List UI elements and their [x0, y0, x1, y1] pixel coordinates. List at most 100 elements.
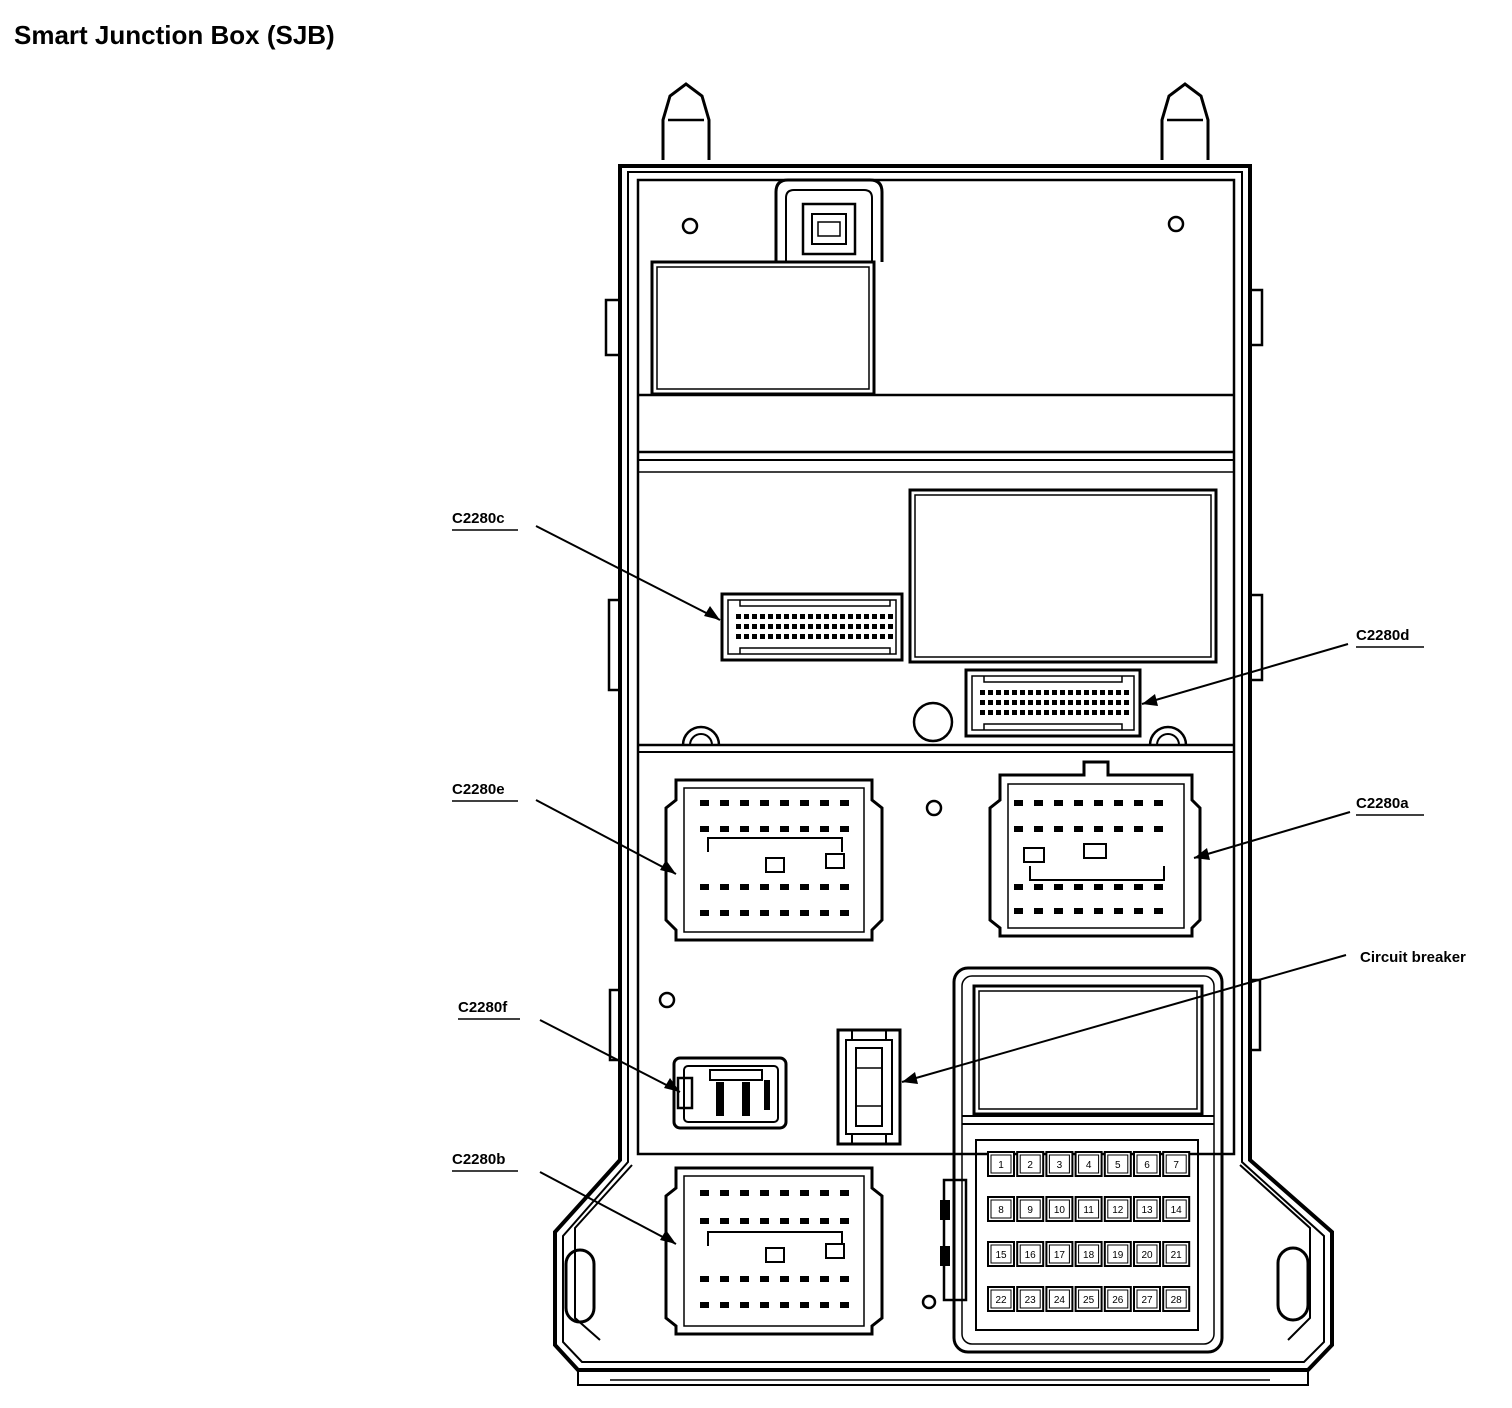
mounting-ear-right — [1239, 1164, 1311, 1341]
connector-pin — [1084, 710, 1089, 715]
connector-pin — [800, 826, 809, 832]
fuse-slot: 20 — [1133, 1241, 1161, 1267]
connector-pin — [736, 614, 741, 619]
connector-pin — [1114, 826, 1123, 832]
connector-pin — [1004, 700, 1009, 705]
connector-pin — [1014, 908, 1023, 914]
label-circuit-breaker: Circuit breaker — [1360, 949, 1466, 966]
fuse-number: 10 — [1054, 1205, 1066, 1216]
connector-pin — [760, 1218, 769, 1224]
fuse-slot: 9 — [1016, 1196, 1045, 1222]
mounting-ear-left — [564, 1164, 633, 1341]
connector-pin — [1134, 908, 1143, 914]
connector-pin — [820, 800, 829, 806]
connector-pin — [864, 614, 869, 619]
connector-c2280f — [672, 1056, 788, 1130]
connector-pin — [740, 1276, 749, 1282]
connector-pin — [1060, 690, 1065, 695]
connector-pin — [1092, 700, 1097, 705]
connector-pin — [792, 634, 797, 639]
connector-pin — [720, 826, 729, 832]
connector-pin — [832, 634, 837, 639]
fuse-slot: 2 — [1016, 1151, 1045, 1177]
connector-pin — [1068, 690, 1073, 695]
fuse-number: 2 — [1027, 1160, 1033, 1171]
connector-pin — [1076, 690, 1081, 695]
connector-pin — [880, 634, 885, 639]
fuse-number: 15 — [995, 1250, 1007, 1261]
connector-pin — [1074, 908, 1083, 914]
top-module-cover — [650, 260, 876, 396]
connector-pin — [784, 624, 789, 629]
connector-pin — [700, 826, 709, 832]
connector-pin — [980, 710, 985, 715]
callout-c2280f: C2280f — [458, 999, 681, 1093]
connector-pin — [736, 624, 741, 629]
connector-pin — [840, 1218, 849, 1224]
connector-pin — [1020, 700, 1025, 705]
connector-pin — [1124, 710, 1129, 715]
connector-pin — [1054, 800, 1063, 806]
connector-pin — [736, 634, 741, 639]
fuse-slot: 18 — [1074, 1241, 1103, 1267]
connector-pin — [760, 614, 765, 619]
connector-pin — [808, 634, 813, 639]
connector-pin — [752, 614, 757, 619]
connector-pin — [740, 826, 749, 832]
connector-pin — [800, 1302, 809, 1308]
connector-pin — [800, 1190, 809, 1196]
connector-pin — [744, 614, 749, 619]
connector-pin — [1034, 826, 1043, 832]
callout-c2280d: C2280d — [1141, 627, 1424, 706]
connector-pin — [888, 634, 893, 639]
connector-pin — [840, 884, 849, 890]
connector-pin — [1052, 710, 1057, 715]
fuse-number: 17 — [1054, 1250, 1066, 1261]
connector-pin — [792, 624, 797, 629]
connector-pin — [888, 624, 893, 629]
connector-pin — [1092, 710, 1097, 715]
connector-pin — [740, 1302, 749, 1308]
connector-pin — [1012, 700, 1017, 705]
connector-pin — [1108, 690, 1113, 695]
connector-pin — [1036, 710, 1041, 715]
connector-pin — [996, 700, 1001, 705]
connector-pin — [1014, 884, 1023, 890]
fuse-number: 26 — [1112, 1295, 1124, 1306]
middle-module-cover — [908, 488, 1218, 664]
connector-pin — [880, 614, 885, 619]
connector-pin — [700, 1218, 709, 1224]
fuse-slot: 19 — [1103, 1241, 1132, 1267]
connector-pin — [752, 634, 757, 639]
connector-pin — [872, 624, 877, 629]
connector-pin — [1028, 710, 1033, 715]
connector-pin — [1012, 690, 1017, 695]
fuse-slot: 27 — [1133, 1286, 1161, 1312]
connector-pin — [1004, 710, 1009, 715]
connector-pin — [700, 910, 709, 916]
connector-pin — [1052, 700, 1057, 705]
connector-pin — [740, 800, 749, 806]
fuse-number: 1 — [998, 1160, 1004, 1171]
connector-pin — [980, 700, 985, 705]
connector-pin — [1154, 826, 1163, 832]
fuse-slot: 24 — [1045, 1286, 1074, 1312]
connector-pin — [808, 624, 813, 629]
connector-pin — [820, 1218, 829, 1224]
connector-pin — [856, 634, 861, 639]
fuse-number: 16 — [1025, 1250, 1037, 1261]
connector-pin — [780, 1190, 789, 1196]
connector-pin — [1108, 700, 1113, 705]
connector-pin — [1114, 884, 1123, 890]
connector-pin — [720, 800, 729, 806]
connector-pin — [832, 614, 837, 619]
connector-pin — [1094, 884, 1103, 890]
fuse-number: 5 — [1115, 1160, 1121, 1171]
connector-pin — [1060, 710, 1065, 715]
callout-c2280c: C2280c — [452, 510, 721, 621]
connector-pin — [720, 1302, 729, 1308]
connector-pin — [760, 800, 769, 806]
connector-pin — [1052, 690, 1057, 695]
fuse-number: 24 — [1054, 1295, 1066, 1306]
